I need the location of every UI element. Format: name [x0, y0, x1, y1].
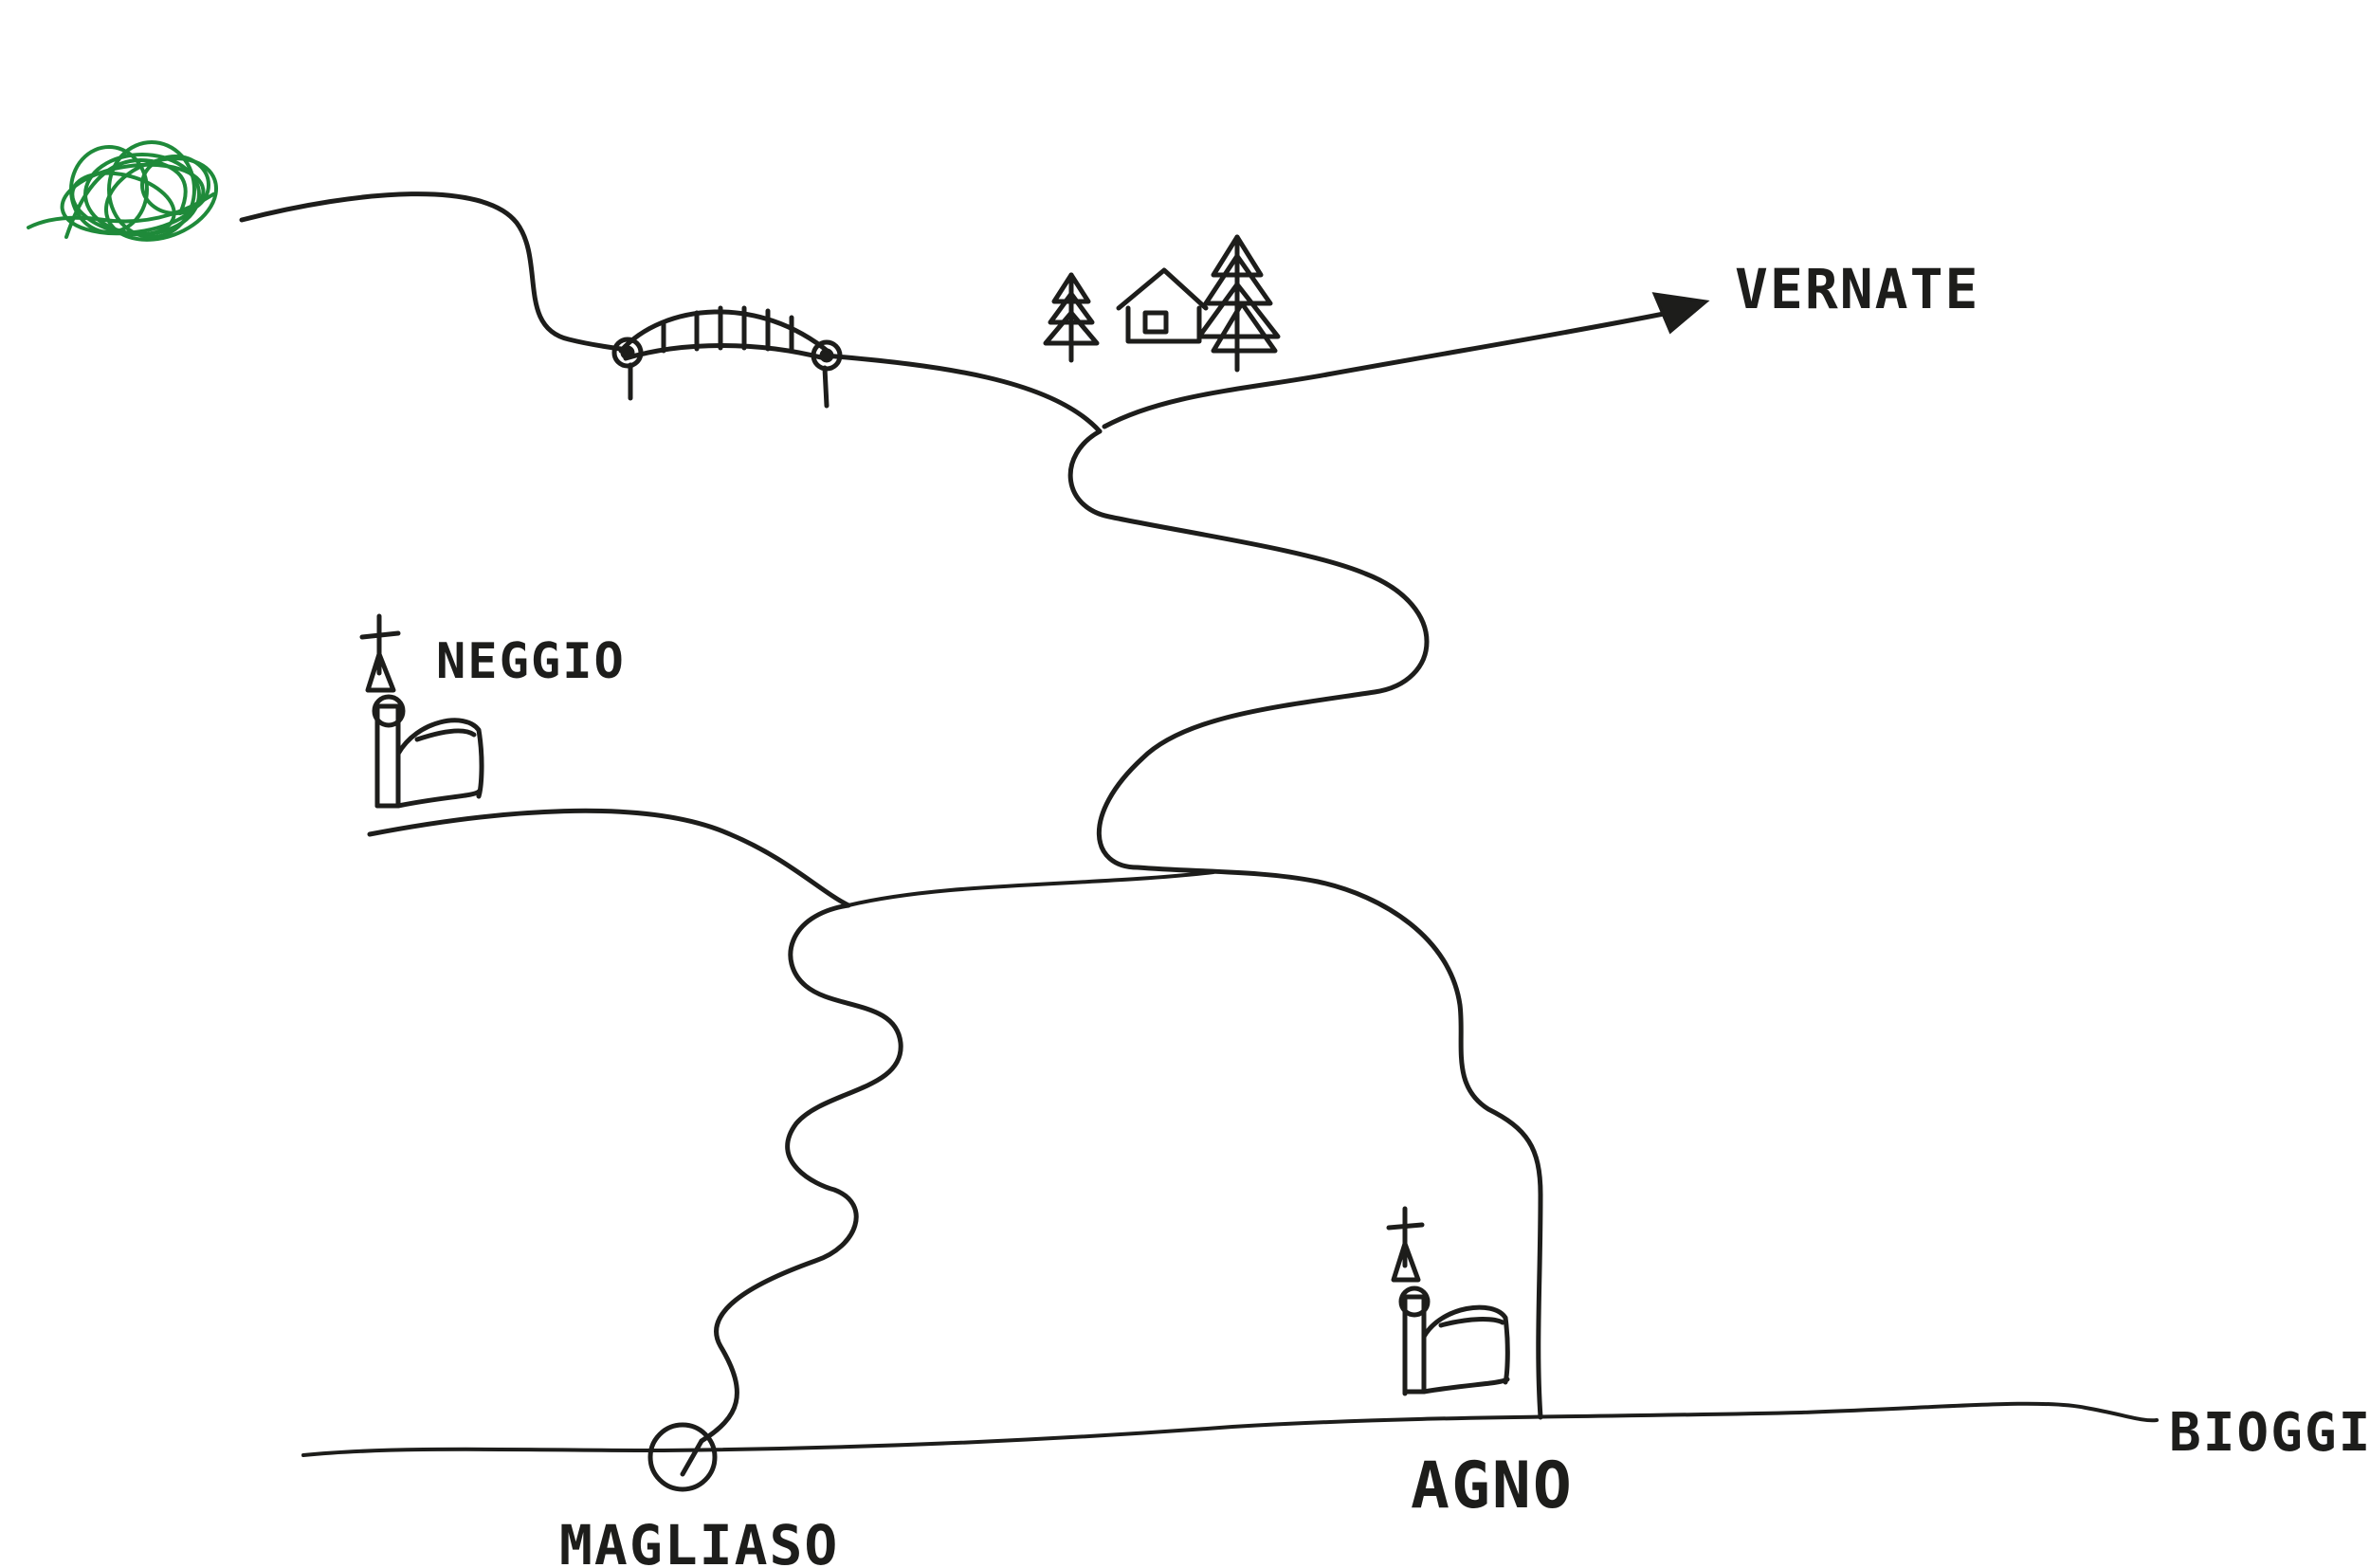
- road-main-bottom: [301, 1401, 2159, 1457]
- road-to-vernate: [1102, 310, 1671, 429]
- road-magliaso-serpentine: [699, 903, 903, 1444]
- place-label-magliaso: MAGLIASO: [559, 1513, 839, 1568]
- road-cross-link: [847, 870, 1215, 907]
- direction-arrow-icon: [1651, 292, 1710, 335]
- church-icon: [359, 613, 484, 809]
- place-label-bioggio: BIOGGIO: [2169, 1402, 2370, 1464]
- place-label-agno: AGNO: [1411, 1449, 1574, 1523]
- road-top-west: [239, 191, 624, 352]
- road-bridge-to-junction: [822, 353, 1103, 434]
- road-central-serpentine: [1067, 428, 1543, 1420]
- bridge-icon: [611, 305, 843, 409]
- church-icon: [1386, 1206, 1510, 1396]
- place-label-vernate: VERNATE: [1735, 257, 1979, 321]
- forest-hut-icon: [1043, 234, 1281, 373]
- green-scribble-start-icon: [27, 140, 219, 242]
- place-label-neggio: NEGGIO: [436, 633, 626, 690]
- roundabout-icon: [647, 1422, 718, 1492]
- road-neggio: [367, 808, 851, 908]
